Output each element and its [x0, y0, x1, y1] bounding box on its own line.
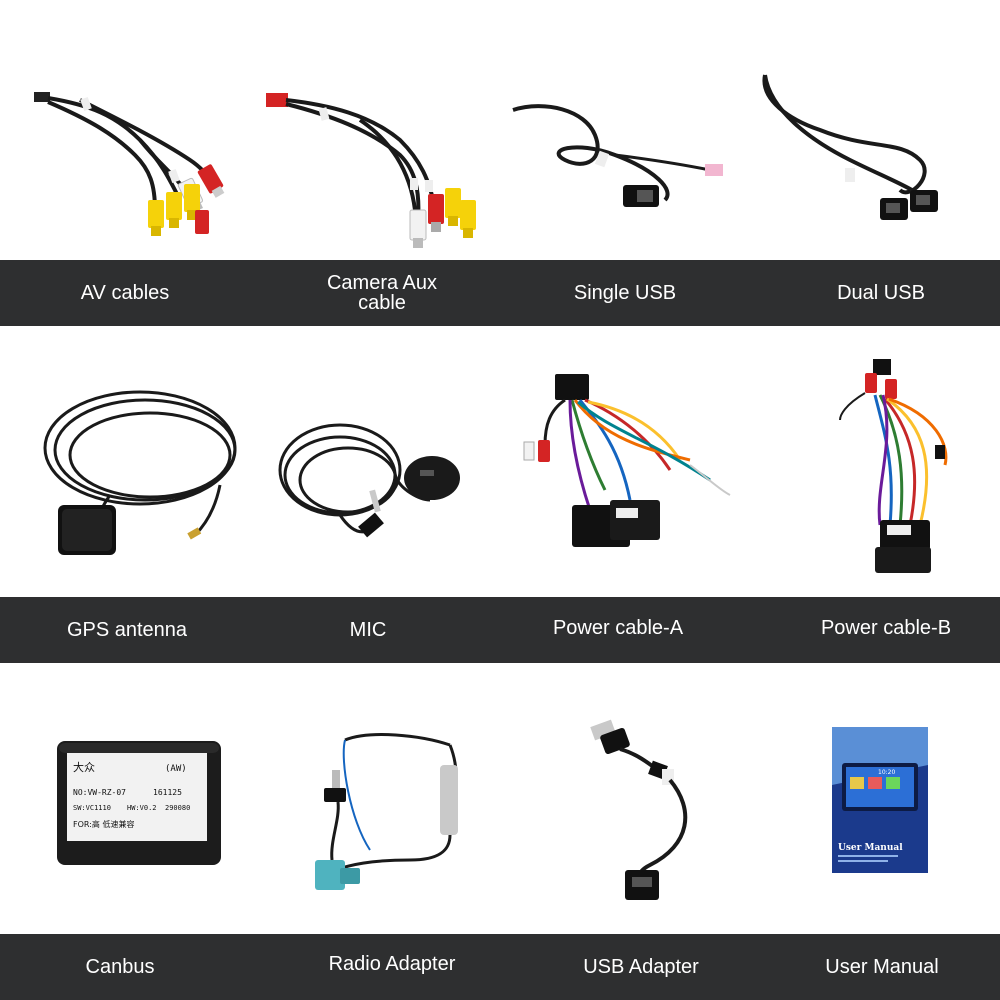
canbus-image: 大众 (AW) NO:VW-RZ-07 161125 SW:VC1110 HW:… — [55, 735, 225, 870]
mic-icon — [278, 423, 460, 538]
canbus-variant: (AW) — [165, 764, 187, 774]
gps-antenna-image — [30, 380, 250, 570]
usb-adapter-icon — [590, 719, 688, 900]
item-label-gps-antenna: GPS antenna — [66, 619, 188, 641]
usb-adapter-image — [570, 715, 710, 905]
power-cable-a-image — [510, 370, 740, 575]
label-band-row-3 — [0, 934, 1000, 1000]
item-label-canbus: Canbus — [85, 956, 155, 978]
canbus-sw: SW:VC1110 — [73, 804, 111, 812]
item-label-radio-adapter: Radio Adapter — [328, 953, 456, 975]
label-band-row-2 — [0, 597, 1000, 663]
canbus-serial: 290080 — [165, 804, 190, 812]
power-cable-a-icon — [523, 374, 731, 547]
av-cables-image — [20, 60, 250, 255]
manual-screen-time: 10:20 — [878, 769, 895, 776]
camera-aux-cable-image — [260, 60, 490, 255]
dual-usb-icon — [762, 74, 938, 220]
item-label-mic: MIC — [349, 619, 387, 641]
single-usb-image — [505, 60, 735, 255]
av-cables-icon — [34, 92, 225, 236]
canbus-date: 161125 — [153, 788, 182, 797]
power-cable-b-icon — [839, 359, 948, 573]
item-label-usb-adapter: USB Adapter — [583, 956, 699, 978]
canbus-brand: 大众 — [73, 760, 95, 774]
canbus-model: NO:VW-RZ-07 — [73, 788, 126, 797]
manual-cover-title: User Manual — [838, 843, 903, 853]
canbus-icon: 大众 (AW) NO:VW-RZ-07 161125 SW:VC1110 HW:… — [57, 741, 221, 865]
dual-usb-image — [750, 60, 980, 255]
mic-image — [270, 390, 490, 570]
radio-adapter-image — [310, 720, 480, 905]
item-label-single-usb: Single USB — [573, 282, 677, 304]
canbus-hw: HW:V0.2 — [127, 804, 157, 812]
radio-adapter-icon — [315, 733, 458, 890]
canbus-for: FOR:高 低速兼容 — [73, 819, 134, 829]
user-manual-image: 10:20 User Manual — [830, 725, 930, 875]
user-manual-icon: 10:20 User Manual — [832, 727, 928, 873]
power-cable-b-image — [825, 355, 975, 580]
camera-aux-cable-icon — [266, 93, 476, 248]
item-label-power-cable-b: Power cable-B — [820, 617, 952, 639]
item-label-user-manual: User Manual — [825, 956, 939, 978]
gps-antenna-icon — [43, 390, 237, 555]
item-label-av-cables: AV cables — [80, 282, 170, 304]
item-label-power-cable-a: Power cable-A — [552, 617, 684, 639]
item-label-dual-usb: Dual USB — [837, 282, 925, 304]
label-band-row-1 — [0, 260, 1000, 326]
item-label-camera-aux-cable: Camera Aux cable — [326, 272, 438, 314]
single-usb-icon — [512, 104, 723, 207]
